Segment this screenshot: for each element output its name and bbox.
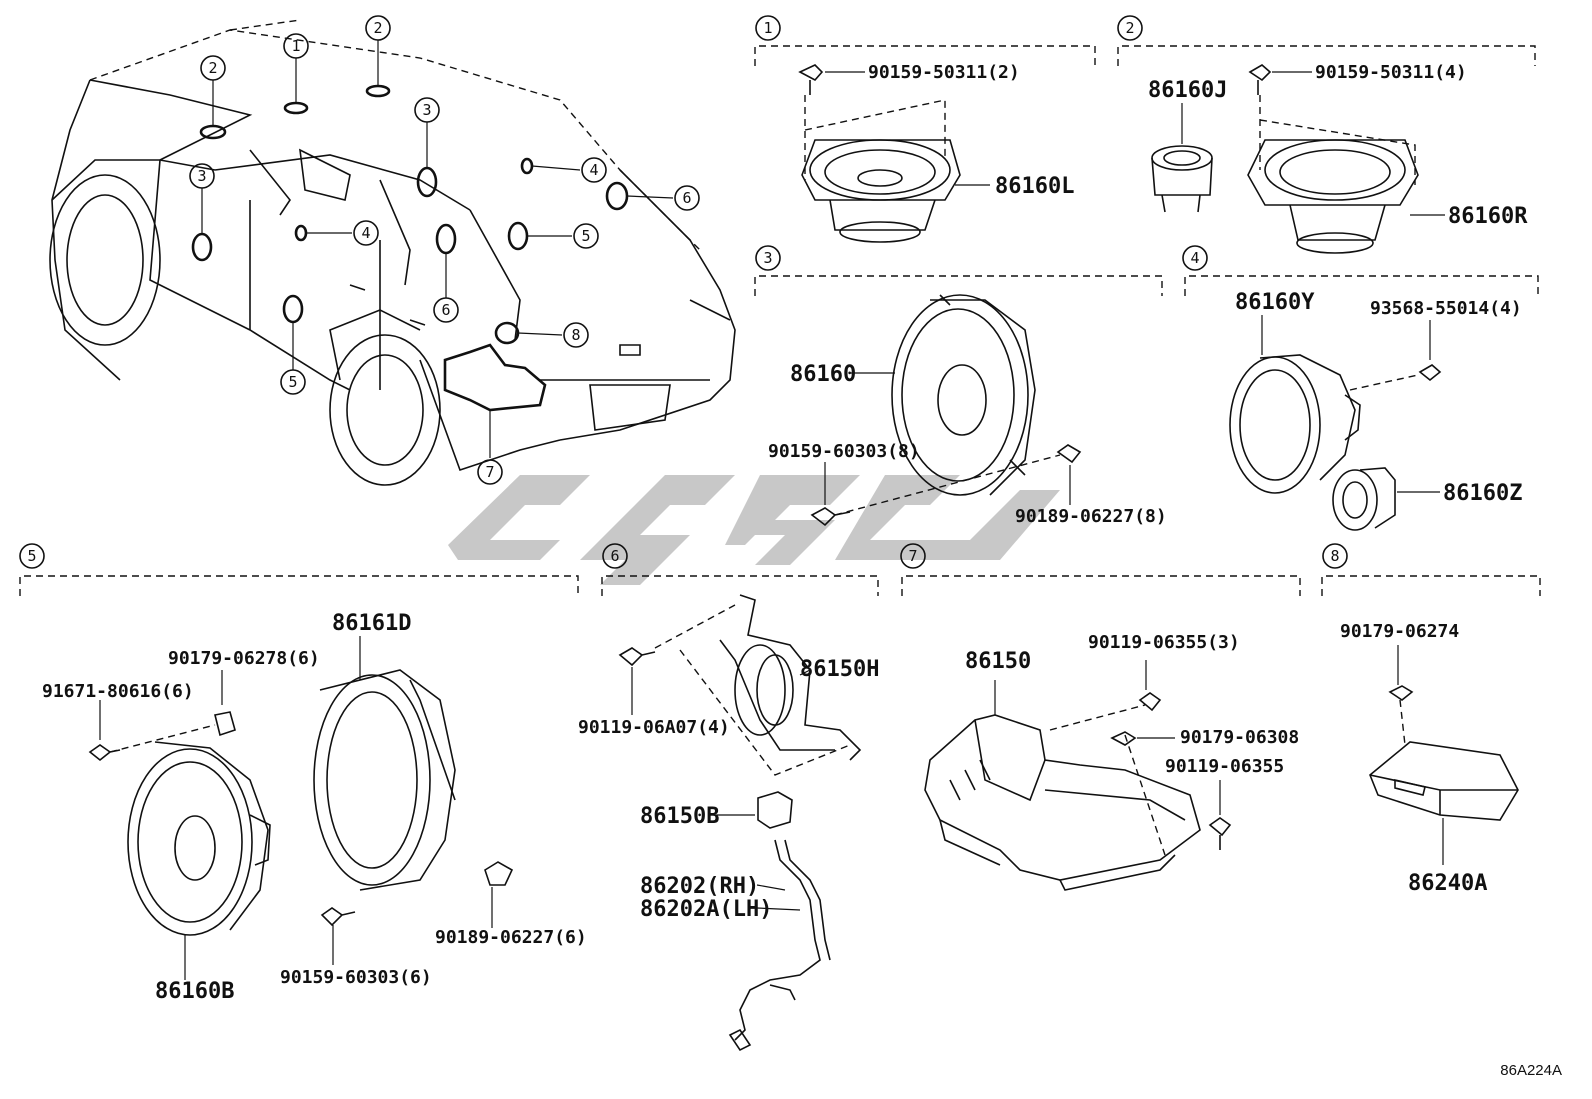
section-3-callout: 3 <box>763 249 772 267</box>
module-86240A <box>1369 741 1519 821</box>
callout-2: 2 <box>208 59 217 77</box>
speaker-86160Y <box>1229 354 1361 494</box>
callout-4: 4 <box>361 224 370 242</box>
part-label-86150B: 86150B <box>640 804 719 829</box>
part-label-86150H: 86150H <box>800 657 879 682</box>
bracket-86161D <box>313 669 456 891</box>
speaker-86160 <box>891 294 1036 496</box>
vehicle-callouts: 2 1 2 3 3 4 4 5 5 6 6 8 7 <box>189 15 700 485</box>
part-label-90119-06355: 90119-06355 <box>1165 756 1284 777</box>
watermark-logo <box>448 475 1060 585</box>
part-label-91671-80616: 91671-80616(6) <box>42 681 194 702</box>
part-label-90119-06A07: 90119-06A07(4) <box>578 717 730 738</box>
section-5-callout: 5 <box>27 547 36 565</box>
part-label-90189-06227: 90189-06227(6) <box>435 927 587 948</box>
callout-5: 5 <box>581 227 590 245</box>
callout-5: 5 <box>288 373 297 391</box>
speaker-86160B <box>127 741 271 936</box>
wire-harness-86202 <box>728 839 831 1052</box>
section-8-callout: 8 <box>1330 547 1339 565</box>
callout-6: 6 <box>441 301 450 319</box>
part-label-86161D: 86161D <box>332 611 411 636</box>
section-1-callout: 1 <box>763 19 772 37</box>
part-label-90159-60303: 90159-60303(6) <box>280 967 432 988</box>
part-label-86150: 86150 <box>965 649 1031 674</box>
part-label-90159-50311: 90159-50311(2) <box>868 62 1020 83</box>
tweeter-86160J <box>1151 145 1213 213</box>
part-label-86240A: 86240A <box>1408 871 1487 896</box>
callout-4: 4 <box>589 161 598 179</box>
part-label-86160L: 86160L <box>995 174 1074 199</box>
part-label-86202A-LH: 86202A(LH) <box>640 897 772 922</box>
part-label-90179-06278: 90179-06278(6) <box>168 648 320 669</box>
section-5: 5 90179-06278(6) 91671-80616(6) 86161D 8… <box>19 543 587 1004</box>
callout-3: 3 <box>422 101 431 119</box>
speaker-86160R <box>1247 139 1419 254</box>
section-8: 8 90179-06274 86240A <box>1321 543 1541 896</box>
section-7-callout: 7 <box>908 547 917 565</box>
section-7: 7 86150 90119-06355(3) 90179-06308 90119… <box>900 543 1301 891</box>
section-6: 6 90119-06A07(4) 86150H 86150B 86202(RH)… <box>578 543 879 1052</box>
part-label-86160: 86160 <box>790 362 856 387</box>
amplifier-86150 <box>924 714 1201 891</box>
part-label-93568-55014: 93568-55014(4) <box>1370 298 1522 319</box>
section-3: 3 86160 90159-60303(8) 90189-06227(8) <box>754 245 1167 527</box>
callout-6: 6 <box>682 189 691 207</box>
callout-8: 8 <box>571 326 580 344</box>
part-label-90159-60303: 90159-60303(8) <box>768 441 920 462</box>
callout-1: 1 <box>291 37 300 55</box>
part-label-90179-06308: 90179-06308 <box>1180 727 1299 748</box>
callout-2: 2 <box>373 19 382 37</box>
speaker-86160L <box>801 139 961 243</box>
part-label-86160Z: 86160Z <box>1443 481 1522 506</box>
section-2: 2 86160J 90159-50311(4) 86160R <box>1117 15 1536 254</box>
part-label-90119-06355: 90119-06355(3) <box>1088 632 1240 653</box>
part-label-90159-50311: 90159-50311(4) <box>1315 62 1467 83</box>
tweeter-86160Z <box>1332 467 1396 531</box>
vehicle-illustration: 2 1 2 3 3 4 4 5 5 6 6 8 7 <box>49 15 736 486</box>
part-label-86160B: 86160B <box>155 979 234 1004</box>
callout-3: 3 <box>197 167 206 185</box>
part-label-86160R: 86160R <box>1448 204 1528 229</box>
diagram-code: 86A224A <box>1500 1062 1562 1079</box>
section-4-callout: 4 <box>1190 249 1199 267</box>
section-2-callout: 2 <box>1125 19 1134 37</box>
connector-86150B <box>757 791 793 829</box>
part-label-86202-RH: 86202(RH) <box>640 874 759 899</box>
part-label-86160Y: 86160Y <box>1235 290 1315 315</box>
section-4: 4 86160Y 93568-55014(4) 86160Z <box>1182 245 1539 531</box>
section-6-callout: 6 <box>610 547 619 565</box>
part-label-90189-06227: 90189-06227(8) <box>1015 506 1167 527</box>
part-label-90179-06274: 90179-06274 <box>1340 621 1459 642</box>
part-label-86160J: 86160J <box>1148 78 1227 103</box>
section-1: 1 90159-50311(2) 86160L <box>754 15 1096 243</box>
callout-7: 7 <box>485 463 494 481</box>
